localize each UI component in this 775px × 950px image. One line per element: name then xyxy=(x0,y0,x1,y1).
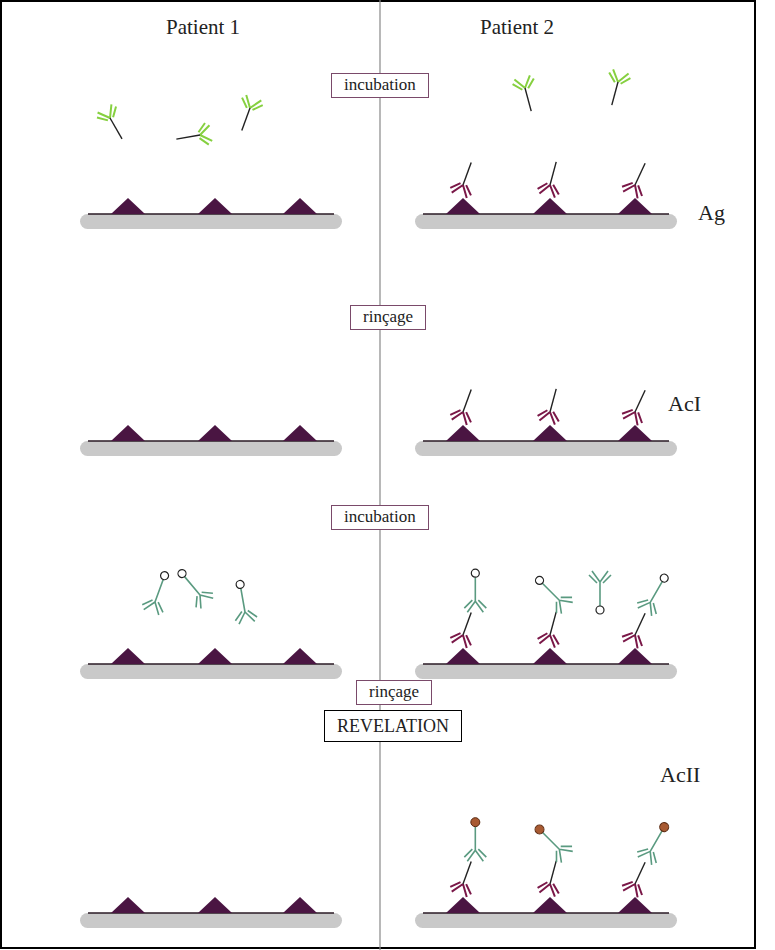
step-label: rinçage xyxy=(363,307,413,326)
step-box: rinçage xyxy=(350,305,426,330)
step-box: rinçage xyxy=(356,680,432,705)
antigen-label: Ag xyxy=(698,200,725,226)
step-label: incubation xyxy=(344,507,416,526)
step-label: REVELATION xyxy=(337,716,449,736)
step-label: rinçage xyxy=(369,682,419,701)
column-heading: Patient 2 xyxy=(480,15,554,40)
column-heading: Patient 1 xyxy=(166,15,240,40)
step-box: incubation xyxy=(331,505,429,530)
step-box: incubation xyxy=(331,73,429,98)
antibody-label: AcII xyxy=(660,762,700,788)
revelation-box: REVELATION xyxy=(324,710,462,742)
antibody-label: AcI xyxy=(668,391,701,417)
step-label: incubation xyxy=(344,75,416,94)
